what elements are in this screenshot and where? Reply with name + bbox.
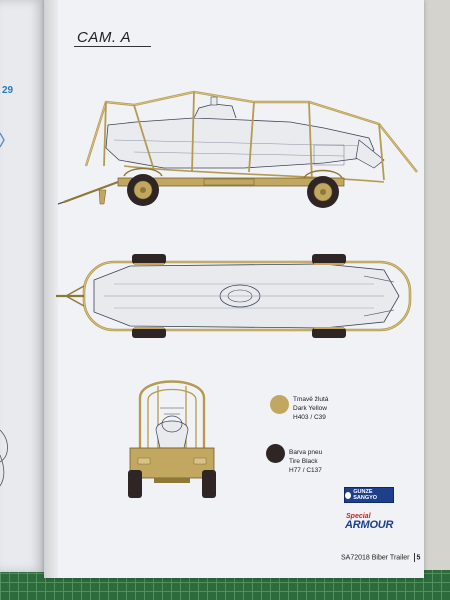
left-page: 29 [0, 0, 44, 572]
left-page-number: 29 [2, 85, 14, 96]
top-view-drawing [56, 254, 412, 338]
page-footer: SA72018 Biber Trailer 5 [341, 553, 420, 562]
trailer-drawings [56, 90, 418, 498]
color-name-en: Dark Yellow [293, 405, 327, 412]
gunze-sangyo-logo: GUNZE SANGYO [344, 487, 394, 503]
color-swatch-dark-yellow [270, 395, 289, 414]
page-number: 5 [416, 554, 421, 562]
color-code: H77 / C137 [289, 467, 322, 474]
gunze-logo-icon [345, 491, 352, 499]
side-view-drawing [57, 90, 418, 208]
left-page-partial-drawing [0, 132, 8, 487]
color-legend-tire-black: Barva pneu Tire Black H77 / C137 [289, 448, 322, 475]
title-underline [74, 46, 151, 47]
page-title: CAM. A [77, 29, 132, 46]
rear-view-drawing [128, 380, 216, 498]
special-armour-logo-script: Special [346, 513, 371, 520]
color-swatch-tire-black [266, 444, 285, 463]
color-name-cz: Barva pneu [289, 449, 323, 456]
instruction-page: CAM. A [44, 0, 424, 578]
color-name-cz: Tmavě žlutá [293, 396, 329, 403]
color-name-en: Tire Black [289, 458, 318, 465]
special-armour-logo: ARMOUR [345, 519, 394, 531]
color-code: H403 / C39 [293, 414, 326, 421]
footer-title: Biber Trailer [371, 554, 410, 562]
page-edge [424, 0, 450, 570]
color-legend-dark-yellow: Tmavě žlutá Dark Yellow H403 / C39 [293, 395, 328, 422]
footer-code: SA72018 [341, 554, 370, 562]
